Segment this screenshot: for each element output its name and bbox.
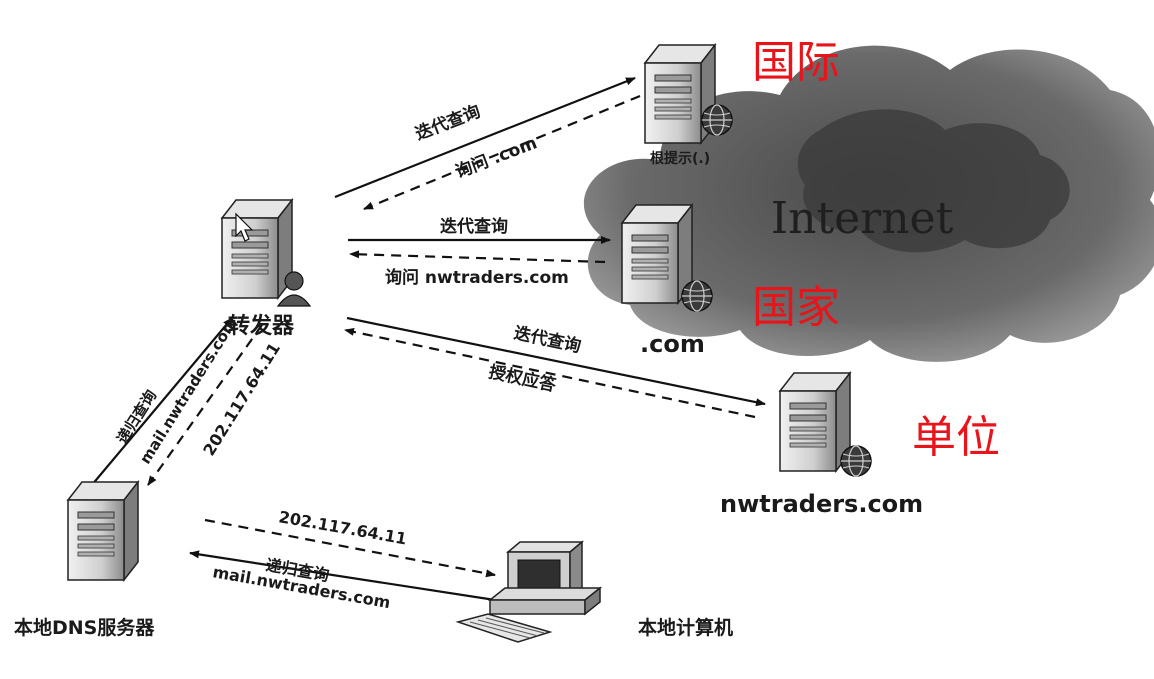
nwtraders-server: nwtraders.com 单位 xyxy=(720,373,1000,518)
computer-icon xyxy=(458,542,600,642)
edge-fwd-root-query xyxy=(335,78,635,197)
edge-labels: 迭代查询 询问 .com 迭代查询 询问 nwtraders.com 迭代查询 … xyxy=(113,101,583,612)
local-computer-label: 本地计算机 xyxy=(638,616,733,639)
label-root-fwd-reply: 询问 .com xyxy=(452,132,540,182)
forwarder-label: 转发器 xyxy=(228,313,295,339)
local-dns-label: 本地DNS服务器 xyxy=(14,616,155,639)
local-dns-server: 本地DNS服务器 xyxy=(14,482,155,639)
nwtraders-tag: 单位 xyxy=(912,412,1000,463)
edge-com-fwd-reply xyxy=(350,254,605,262)
root-tag: 国际 xyxy=(752,37,840,88)
label-dns-fwd-query-2: mail.nwtraders.com xyxy=(136,314,241,467)
nwtraders-server-label: nwtraders.com xyxy=(720,490,923,518)
label-nw-fwd-reply: 授权应答 xyxy=(487,361,559,396)
local-computer: 本地计算机 xyxy=(458,542,733,642)
internet-label: Internet xyxy=(771,193,954,244)
label-dns-pc-reply: 202.117.64.11 xyxy=(277,507,408,548)
com-server-label: .com xyxy=(640,330,705,358)
com-tag: 国家 xyxy=(752,282,840,333)
label-fwd-com-query: 迭代查询 xyxy=(440,216,508,237)
forwarder-server: 转发器 xyxy=(222,200,310,339)
label-fwd-root-query: 迭代查询 xyxy=(412,101,483,145)
label-com-fwd-reply: 询问 nwtraders.com xyxy=(385,267,569,288)
root-server-label: 根提示(.) xyxy=(650,150,710,167)
label-fwd-nw-query: 迭代查询 xyxy=(512,322,583,357)
